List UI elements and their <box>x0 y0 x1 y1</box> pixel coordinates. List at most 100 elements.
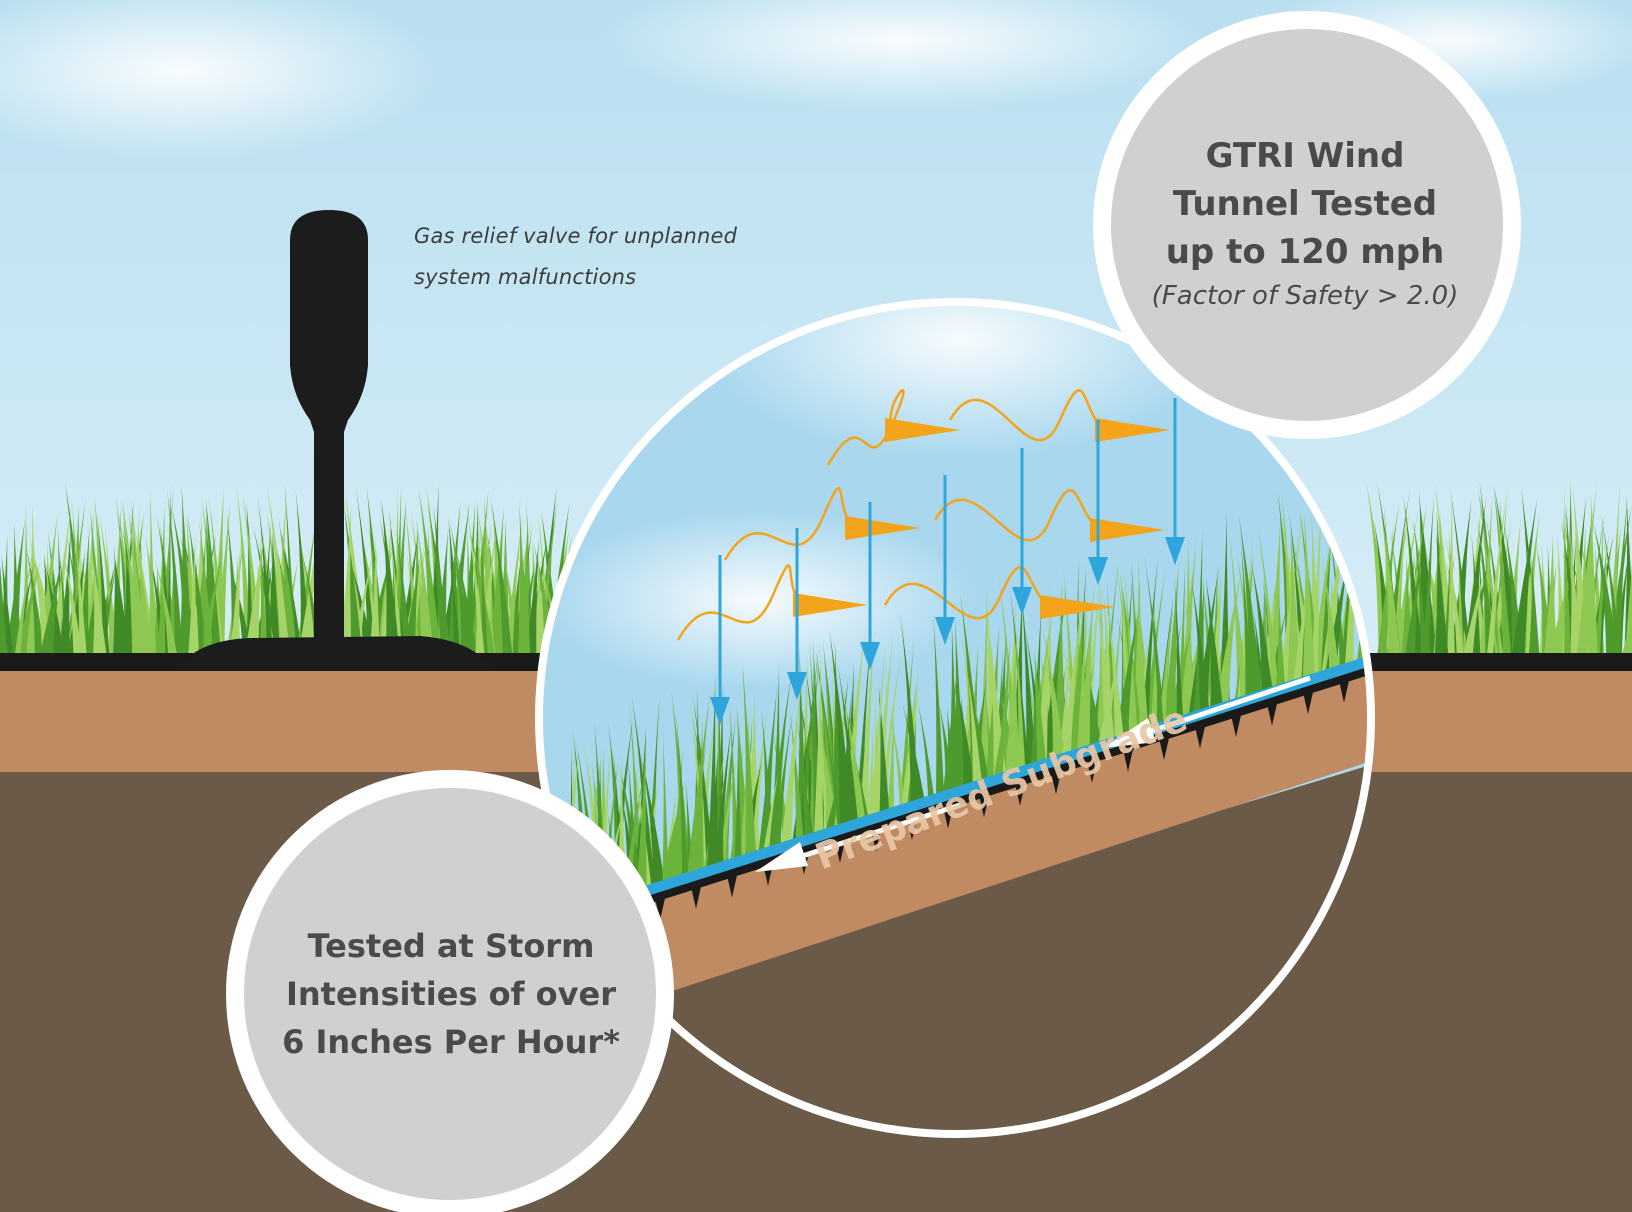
grass-blade <box>1511 498 1538 655</box>
grass-blade <box>1621 614 1632 655</box>
grass-blade <box>166 487 184 655</box>
grass-blade <box>1079 653 1103 749</box>
rain-arrowhead <box>787 672 807 700</box>
grass-blade <box>1191 578 1210 714</box>
cover-spike <box>1339 680 1349 703</box>
grass-blade <box>418 486 442 655</box>
grass-blade <box>686 691 711 878</box>
grass-blade <box>389 527 403 655</box>
grass-blade <box>1405 550 1423 655</box>
storm-callout-line: Intensities of over <box>285 975 616 1013</box>
grass-blade <box>403 555 421 655</box>
grass-blade <box>1413 521 1428 655</box>
grass-blade <box>645 774 663 888</box>
grass-blade <box>1576 483 1597 655</box>
grass-blade <box>1449 486 1471 655</box>
grass-blade <box>1434 531 1449 655</box>
grass-blade <box>675 712 689 880</box>
grass-blade <box>525 536 540 655</box>
grass-blade <box>821 692 838 833</box>
rain-arrowhead <box>710 697 730 725</box>
grass-blade <box>662 731 669 886</box>
grass-blade <box>1076 591 1088 754</box>
grass-blade <box>284 482 297 655</box>
cover-spike <box>1195 726 1205 749</box>
grass-blade <box>1034 603 1053 767</box>
grass-blade <box>1322 561 1340 673</box>
wind-stream <box>723 487 861 561</box>
storm-callout-line: 6 Inches Per Hour* <box>282 1023 620 1061</box>
cover-spike <box>1051 772 1061 795</box>
wind-arrowhead <box>793 593 868 617</box>
grass-blade <box>742 659 757 859</box>
wind-stream <box>676 564 809 641</box>
grass-blade <box>1030 672 1038 769</box>
cloud <box>600 0 1200 110</box>
cloud <box>0 0 440 160</box>
grass-blade <box>1138 625 1149 734</box>
grass-blade <box>953 618 966 793</box>
grass-blade <box>11 522 22 655</box>
wind-callout-line: up to 120 mph <box>1165 232 1445 272</box>
grass-blade <box>1059 641 1071 760</box>
gas-relief-valve-icon <box>180 210 490 666</box>
storm-callout-line: Tested at Storm <box>307 927 595 965</box>
grass-blade <box>343 501 363 655</box>
wind-callout-note: (Factor of Safety > 2.0) <box>1151 281 1459 311</box>
grass-blade <box>449 555 461 655</box>
grass-blade <box>1486 482 1509 655</box>
grass-blade <box>1593 532 1610 655</box>
grass-blade <box>1042 629 1066 761</box>
grass-blade <box>959 592 984 787</box>
grass-blade <box>257 495 274 655</box>
grass-blade <box>1158 601 1174 728</box>
grass-blade <box>517 521 531 655</box>
grass-blade <box>199 520 214 655</box>
grass-blade <box>179 486 193 655</box>
wind-flow-arrows <box>676 389 1170 641</box>
valve-caption-line: system malfunctions <box>414 265 637 289</box>
grass-blade <box>1266 514 1281 693</box>
grass-blade <box>1078 582 1095 753</box>
grass-blade <box>1380 508 1401 655</box>
grass-blade <box>209 487 224 655</box>
wind-arrowhead <box>1090 518 1165 542</box>
grass-blade <box>154 559 178 655</box>
grass-blade <box>381 498 400 655</box>
rain-arrowhead <box>1165 537 1185 565</box>
cover-spike <box>979 795 989 818</box>
grass-blade <box>796 717 812 841</box>
grass-blade <box>453 549 474 655</box>
grass-slope <box>553 475 1367 918</box>
grass-blade <box>636 732 647 894</box>
grass-blade <box>59 523 72 655</box>
wind-stream <box>933 489 1106 542</box>
wind-stream <box>948 389 1111 442</box>
grass-blade <box>1463 563 1487 655</box>
grass-blade <box>715 775 724 869</box>
rainfall-arrows <box>710 398 1185 725</box>
grass-blade <box>789 709 804 843</box>
grass-blade <box>186 512 208 655</box>
wind-arrowhead <box>845 516 920 540</box>
grass-blade <box>841 685 866 824</box>
grass-blade <box>229 538 242 655</box>
zoom-subgrade <box>543 655 1367 1020</box>
grass-blade <box>859 623 875 823</box>
grass-blade <box>1214 572 1242 709</box>
grass-blade <box>1021 589 1037 770</box>
grass-blade <box>713 720 733 869</box>
grass-blade <box>1493 483 1512 655</box>
rain-arrowhead <box>1088 557 1108 585</box>
grass-blade <box>1115 561 1137 737</box>
grass-blade <box>453 541 478 655</box>
wind-callout-circle <box>1093 11 1521 439</box>
grass-blade <box>96 509 110 655</box>
grass-blade <box>966 665 983 787</box>
grass-blade <box>993 674 1013 780</box>
grass-blade <box>888 707 906 810</box>
grass-blade <box>1302 509 1316 681</box>
grass-blade <box>1015 624 1026 773</box>
grass-blade <box>933 614 945 799</box>
